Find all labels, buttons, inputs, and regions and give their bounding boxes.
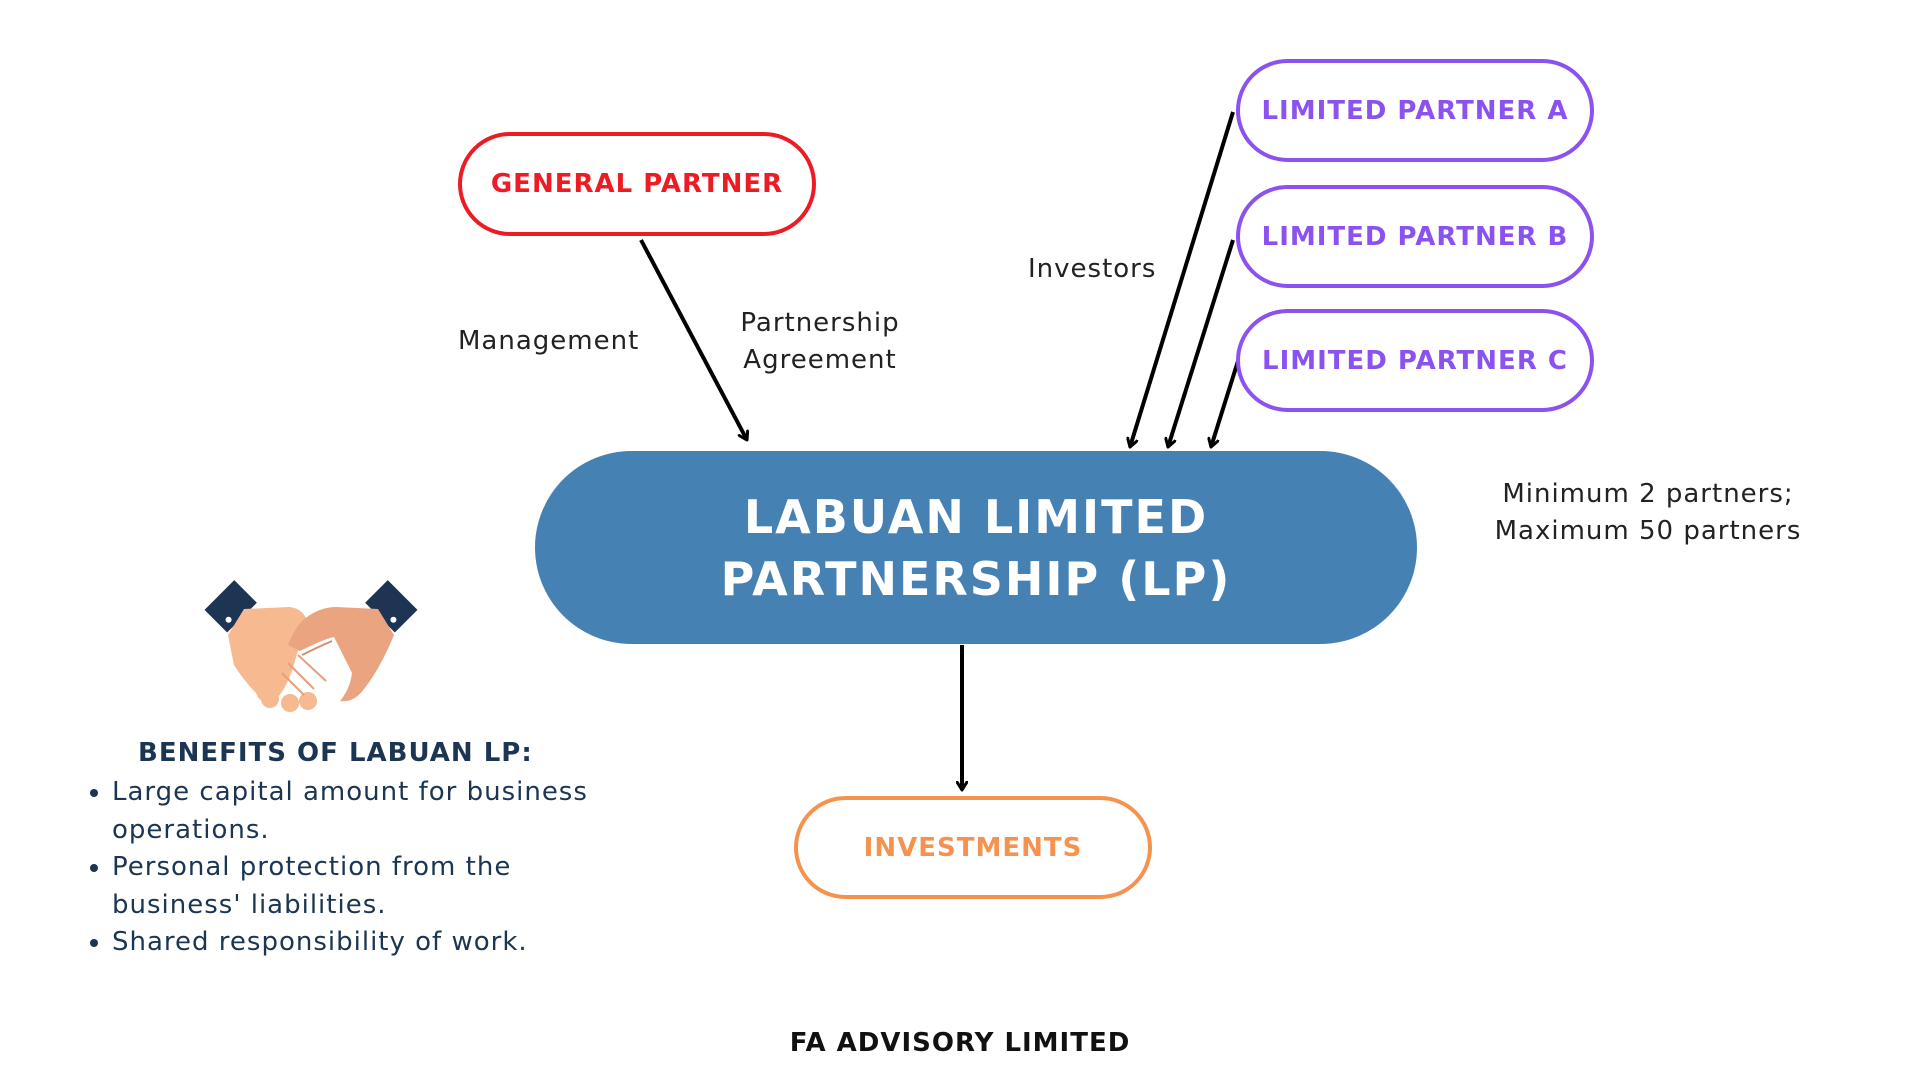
handshake-icon bbox=[204, 580, 418, 712]
benefits-title: BENEFITS OF LABUAN LP: bbox=[138, 738, 533, 768]
labuan-lp-node: LABUAN LIMITED PARTNERSHIP (LP) bbox=[535, 451, 1417, 644]
partner-limits-line-1: Minimum 2 partners; bbox=[1502, 479, 1794, 509]
limited-partner-c-node: LIMITED PARTNER C bbox=[1236, 309, 1594, 412]
benefits-list: Large capital amount for business operat… bbox=[83, 774, 632, 962]
main-node-line-2: PARTNERSHIP (LP) bbox=[720, 551, 1232, 606]
benefit-item: Personal protection from the business' l… bbox=[112, 849, 632, 924]
investors-label: Investors bbox=[1028, 254, 1157, 284]
limited-partner-b-node: LIMITED PARTNER B bbox=[1236, 185, 1594, 288]
footer-company-name: FA ADVISORY LIMITED bbox=[789, 1028, 1131, 1058]
partner-limits-line-2: Maximum 50 partners bbox=[1494, 516, 1802, 546]
partnership-agreement-line-1: Partnership bbox=[740, 308, 900, 338]
partnership-agreement-label: Partnership Agreement bbox=[720, 305, 920, 379]
investor-c-arrow bbox=[1211, 360, 1240, 447]
investor-a-arrow bbox=[1130, 111, 1235, 447]
investments-node: INVESTMENTS bbox=[794, 796, 1152, 899]
management-label: Management bbox=[458, 326, 640, 356]
general-partner-node: GENERAL PARTNER bbox=[458, 132, 816, 236]
benefit-item: Large capital amount for business operat… bbox=[112, 774, 632, 849]
main-node-line-1: LABUAN LIMITED bbox=[743, 489, 1209, 544]
benefit-item: Shared responsibility of work. bbox=[112, 924, 632, 962]
investor-b-arrow bbox=[1168, 239, 1235, 447]
partner-limits-label: Minimum 2 partners; Maximum 50 partners bbox=[1478, 476, 1818, 550]
partnership-agreement-line-2: Agreement bbox=[743, 345, 897, 375]
management-arrow bbox=[639, 239, 747, 440]
limited-partner-a-node: LIMITED PARTNER A bbox=[1236, 59, 1594, 162]
